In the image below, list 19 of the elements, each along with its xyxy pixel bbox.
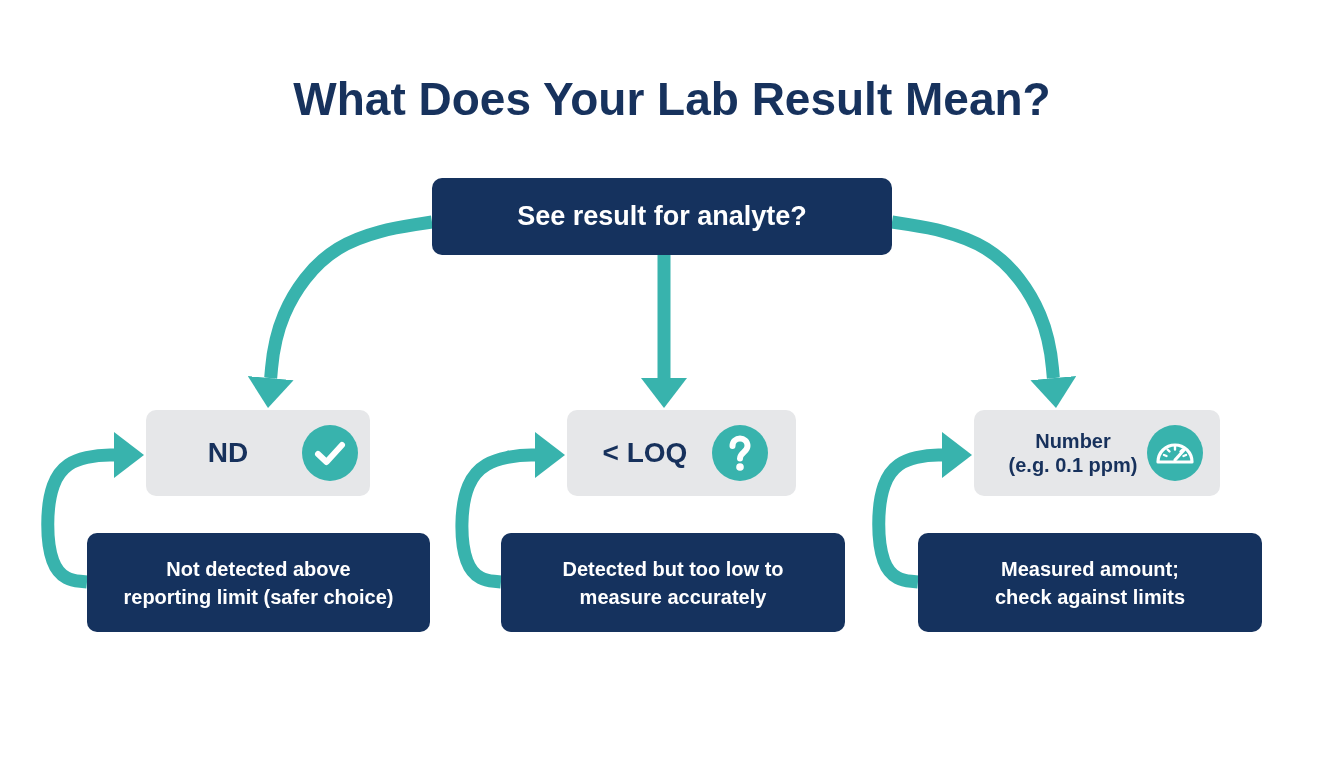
- title: What Does Your Lab Result Mean?: [293, 73, 1051, 125]
- result-box: [974, 410, 1220, 496]
- result-box: [146, 410, 370, 496]
- explanation-text: Measured amount; check against limits: [994, 556, 1186, 610]
- question-text: See result for analyte?: [517, 201, 807, 232]
- explanation-text: Not detected above reporting limit (safer choice): [123, 556, 394, 610]
- explanation-box: [87, 533, 430, 632]
- arrow: [641, 255, 687, 408]
- explanation-box: [918, 533, 1262, 632]
- result-label: ND: [207, 436, 249, 470]
- result-box: [567, 410, 796, 496]
- explanation-text: Detected but too low to measure accurately: [562, 556, 784, 610]
- arrow: [891, 215, 1077, 408]
- arrow: [247, 215, 433, 408]
- result-label: < LOQ: [602, 436, 688, 470]
- result-example: (e.g. 0.1 ppm): [1008, 453, 1138, 477]
- result-label: Number: [1035, 429, 1111, 453]
- question-box: [432, 178, 892, 255]
- explanation-box: [501, 533, 845, 632]
